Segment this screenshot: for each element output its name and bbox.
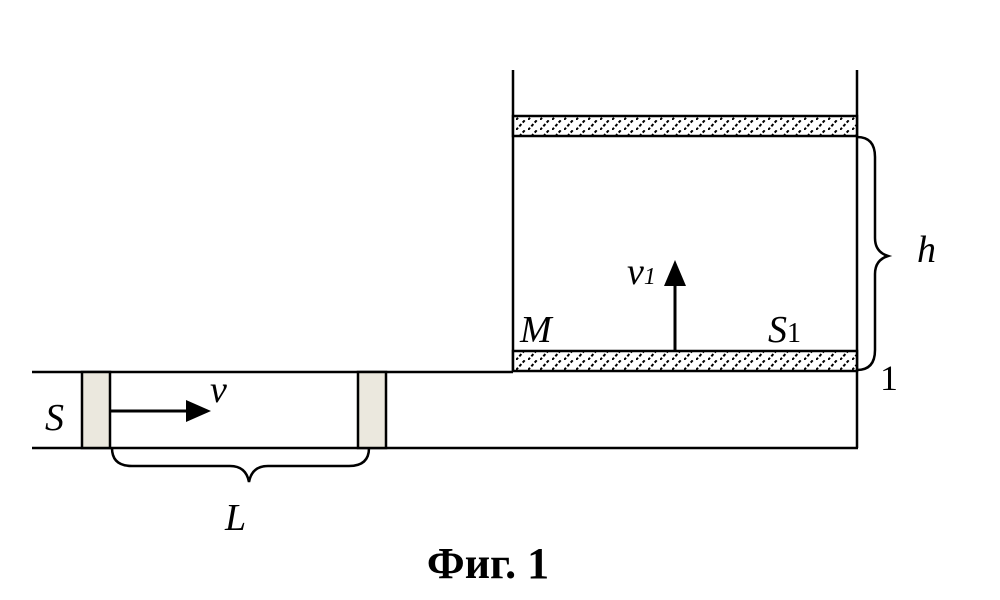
label-h: h — [917, 229, 936, 271]
brace-L — [110, 447, 371, 483]
top-piston — [511, 114, 859, 138]
left-tube-piston — [80, 370, 112, 450]
brace-h — [856, 135, 893, 372]
bottom-piston — [511, 349, 859, 373]
velocity1-arrow-head — [664, 260, 686, 286]
label-v1-sub: 1 — [644, 264, 656, 290]
velocity-arrow-head — [186, 400, 211, 422]
label-v: v — [210, 369, 227, 411]
label-v1: v1 — [627, 251, 656, 293]
right-tube-piston — [356, 370, 388, 450]
label-1: 1 — [880, 358, 898, 398]
label-v1-main: v — [627, 251, 644, 293]
label-M: M — [519, 309, 554, 351]
figure-caption: Фиг. 1 — [427, 539, 549, 588]
label-L: L — [224, 497, 246, 539]
label-S1: S1 — [768, 309, 801, 351]
label-S1-sub: 1 — [787, 318, 801, 349]
label-S1-main: S — [768, 309, 787, 351]
label-S: S — [45, 397, 64, 439]
